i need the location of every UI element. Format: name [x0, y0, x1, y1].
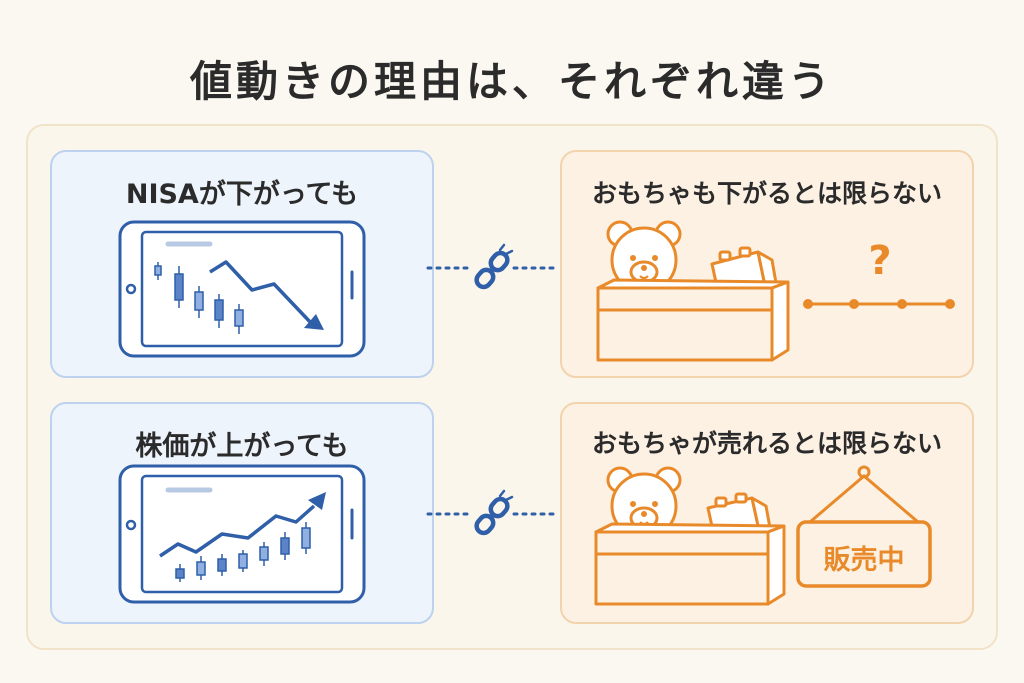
toy-not-down-card: おもちゃが売れるとは限らない おもちゃも下がるとは限らない ? — [560, 150, 974, 378]
toy-not-sold-label: おもちゃが売れるとは限らない — [591, 429, 942, 458]
stock-up-card: 株価が上がっても — [50, 402, 434, 624]
toy-box-scene-icon: ? — [596, 220, 955, 362]
toy-box-sign-scene-icon — [594, 465, 932, 606]
svg-text:?: ? — [868, 238, 891, 284]
stock-up-label: 株価が上がっても — [135, 431, 349, 462]
nisa-down-card: NISAが下がっても — [50, 150, 434, 378]
toy-not-sold-card: おもちゃが売れるとは限らない 販売中 — [560, 402, 974, 624]
toy-not-down-label-text: おもちゃも下がるとは限らない — [591, 179, 942, 208]
tablet-down-chart-icon — [118, 220, 366, 358]
nisa-down-label: NISAが下がっても — [125, 179, 359, 210]
page-title: 値動きの理由は、それぞれ違う — [189, 57, 834, 106]
for-sale-sign-text: 販売中 — [823, 545, 905, 576]
tablet-up-chart-icon — [118, 464, 366, 604]
broken-chain-link-icon — [426, 243, 558, 290]
broken-chain-link-icon-2 — [426, 489, 558, 536]
